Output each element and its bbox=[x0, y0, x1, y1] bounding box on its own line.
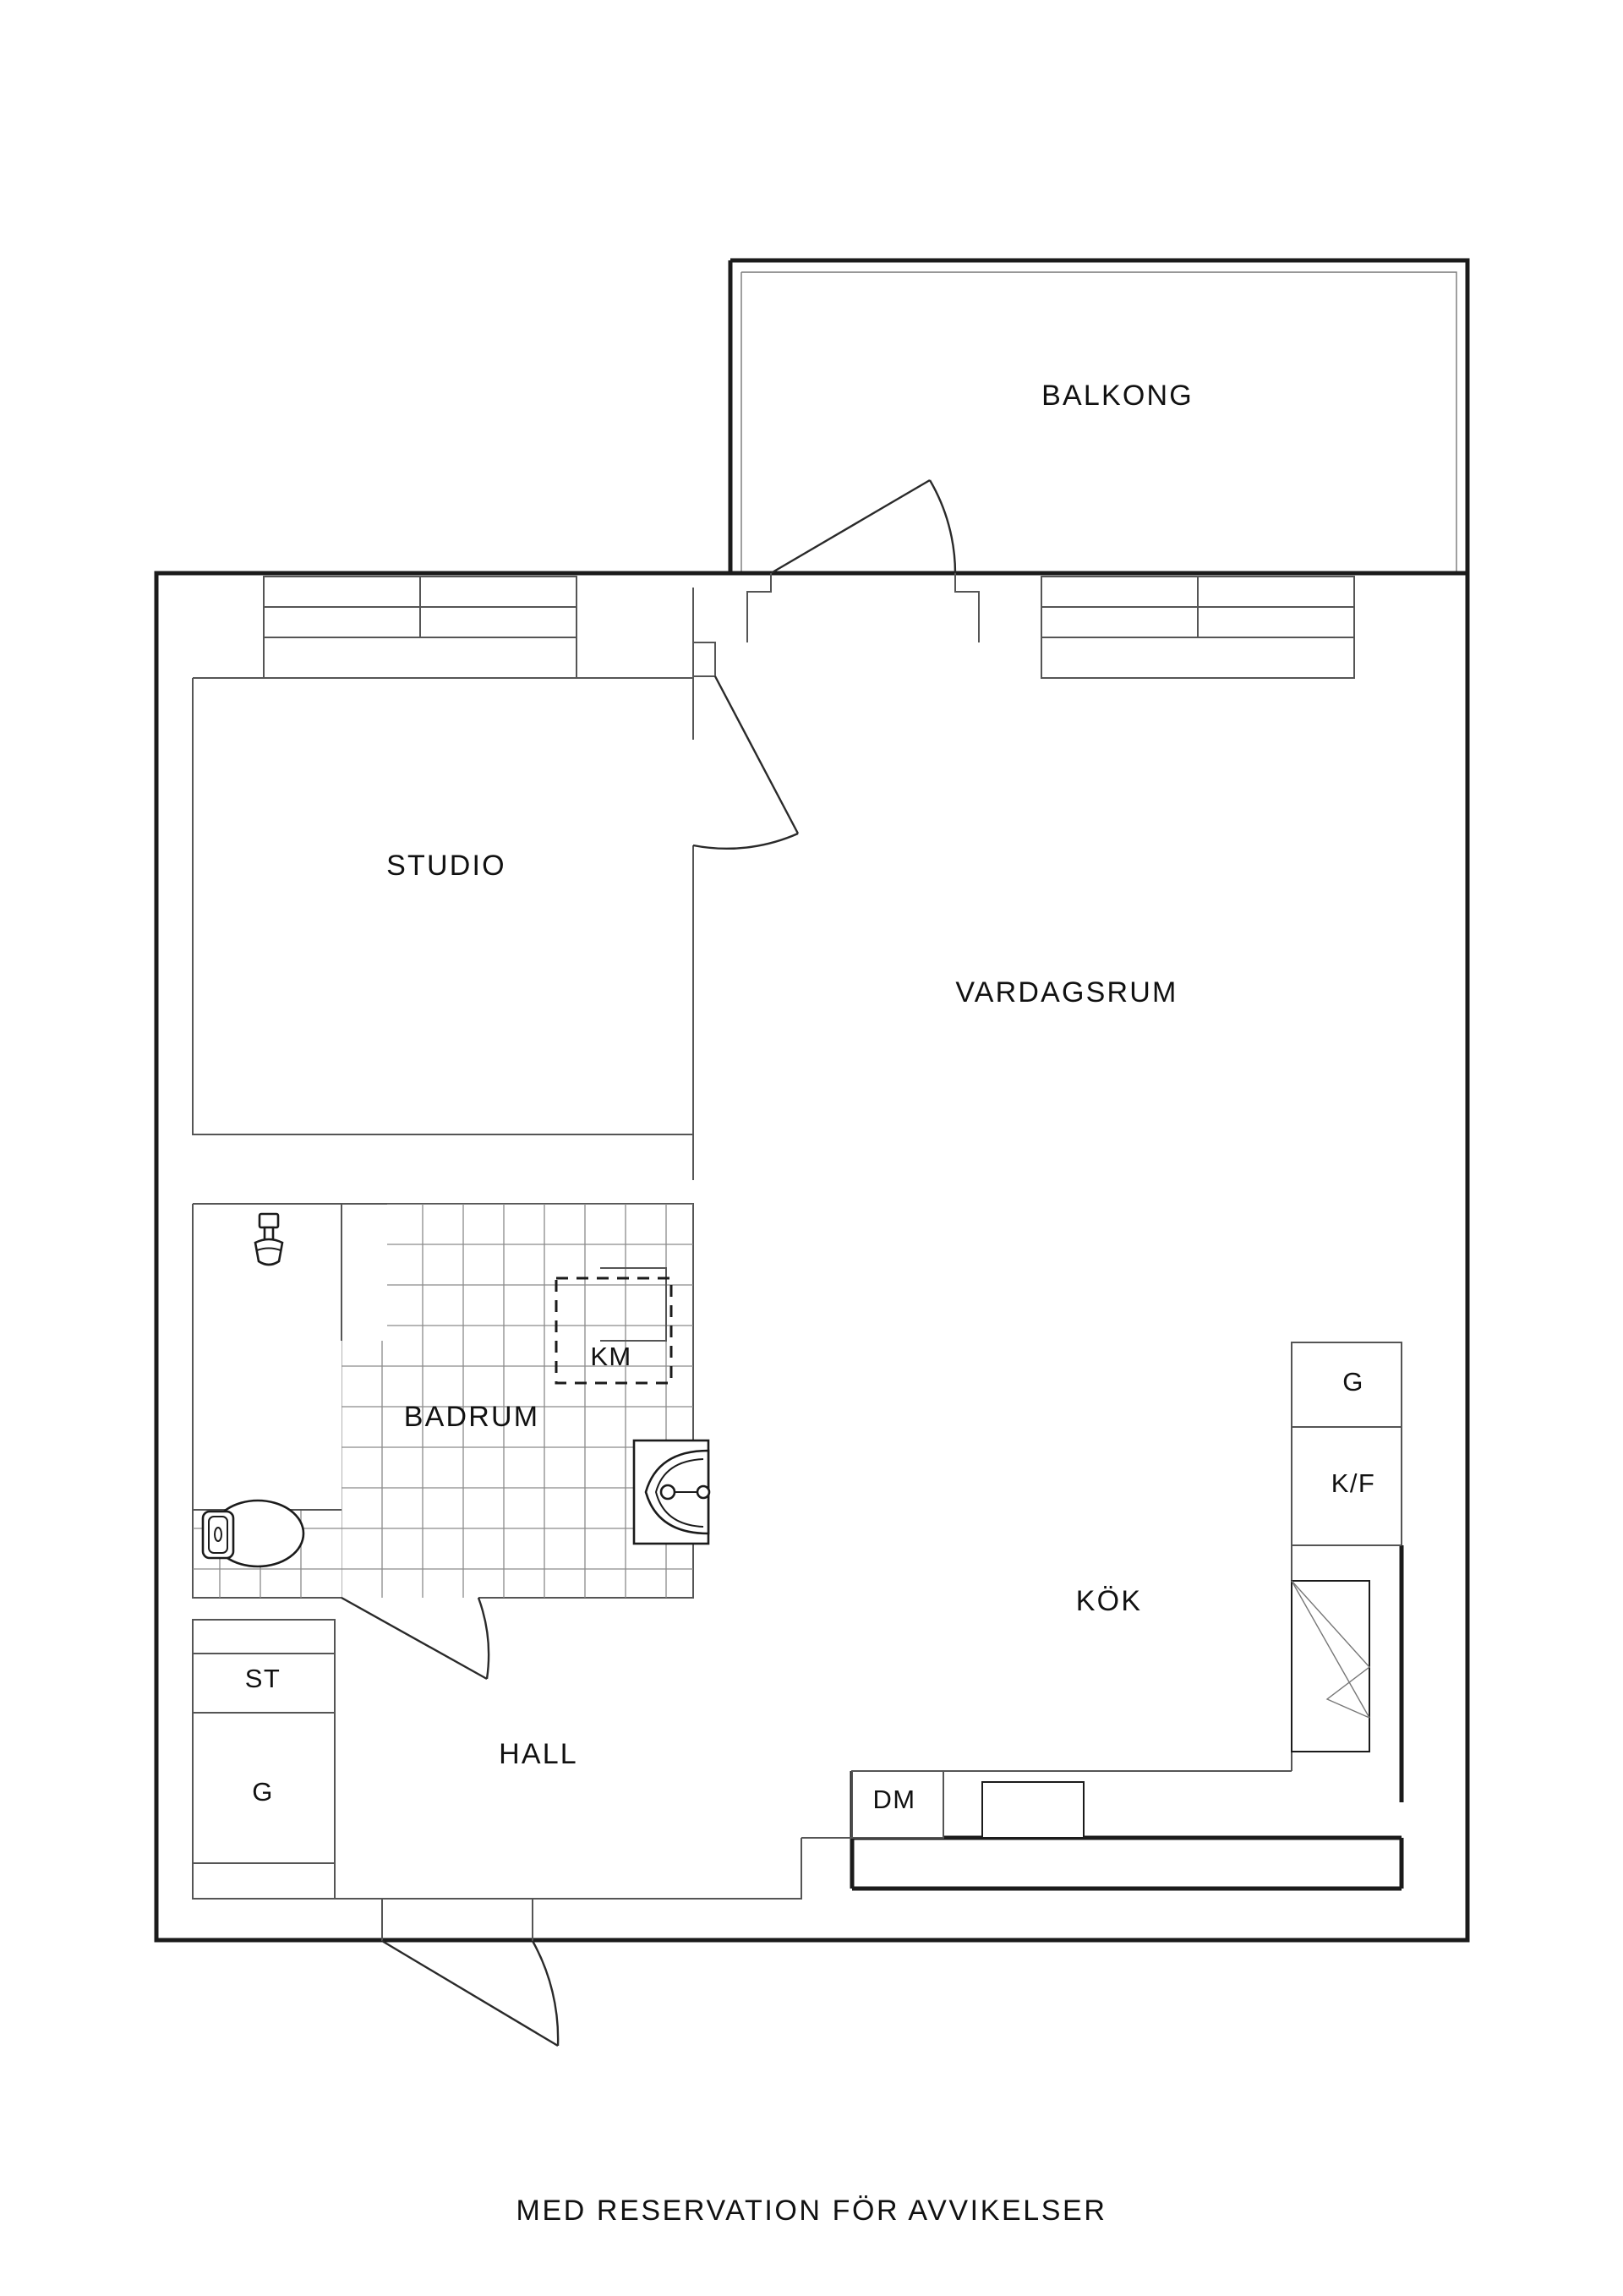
room-label-kok: KÖK bbox=[1076, 1585, 1142, 1617]
dishwasher-box bbox=[851, 1770, 944, 1839]
kitchen-sink-basin bbox=[981, 1781, 1085, 1839]
washing-machine-group bbox=[555, 1267, 673, 1385]
shower-head-icon bbox=[254, 1212, 284, 1266]
kitchen-group bbox=[533, 1342, 1404, 1900]
building-outline bbox=[154, 571, 1470, 1943]
window-right-sill bbox=[1041, 637, 1355, 679]
hall-group bbox=[335, 1898, 560, 2047]
balcony-door-swing-arc bbox=[928, 479, 957, 574]
exterior-wall bbox=[154, 571, 1470, 1943]
window-left-group bbox=[263, 576, 577, 679]
room-label-balkong: BALKONG bbox=[1041, 380, 1194, 412]
fixture-label-kf: K/F bbox=[1331, 1468, 1375, 1498]
balcony-group bbox=[728, 258, 1470, 573]
studio-room-group bbox=[192, 588, 800, 1135]
stove-oven-box bbox=[1291, 1342, 1402, 1428]
balcony-outer-wall bbox=[730, 258, 1470, 573]
fixture-label-g-hall: G bbox=[252, 1777, 274, 1807]
entry-door-leaf[interactable] bbox=[381, 1939, 559, 2047]
studio-door-leaf[interactable] bbox=[713, 675, 800, 834]
cooktop-zigzag bbox=[1291, 1580, 1371, 1719]
balcony-inner-wall bbox=[741, 271, 1457, 573]
footer-disclaimer: MED RESERVATION FÖR AVVIKELSER bbox=[516, 2195, 1107, 2227]
room-label-hall: HALL bbox=[499, 1738, 578, 1770]
fixture-label-km: KM bbox=[590, 1342, 631, 1371]
studio-right-wall-upper bbox=[692, 588, 716, 740]
bathroom-door-group[interactable] bbox=[341, 1596, 490, 1681]
entry-door-swing-arc bbox=[531, 1940, 560, 2047]
fixture-label-dm: DM bbox=[872, 1785, 915, 1814]
room-label-studio: STUDIO bbox=[386, 850, 506, 882]
bathroom-left-edges bbox=[192, 1204, 342, 1599]
bathroom-door-swing-arc bbox=[477, 1597, 490, 1680]
entry-door-group[interactable] bbox=[381, 1939, 560, 2047]
hall-kitchen-wall bbox=[533, 1838, 802, 1900]
balcony-door-group[interactable] bbox=[746, 478, 980, 642]
balcony-door-leaf[interactable] bbox=[770, 478, 931, 575]
cooktop-outline bbox=[1291, 1580, 1370, 1752]
room-label-vardagsrum: VARDAGSRUM bbox=[955, 976, 1178, 1009]
fixture-label-g-kitchen: G bbox=[1342, 1367, 1364, 1397]
fixture-label-st: ST bbox=[245, 1664, 281, 1693]
cooktop-diagonal bbox=[1291, 1580, 1370, 1719]
toilet-icon bbox=[201, 1499, 305, 1568]
balcony-door-jamb-left bbox=[746, 573, 772, 642]
stove-cooktop-group bbox=[1291, 1580, 1371, 1752]
fridge-freezer-box bbox=[1291, 1426, 1402, 1546]
washing-machine-niche bbox=[600, 1267, 667, 1342]
room-label-badrum: BADRUM bbox=[404, 1401, 540, 1433]
balcony-door-jamb-right bbox=[954, 573, 980, 642]
studio-door-swing-arc bbox=[692, 832, 799, 850]
window-right-group bbox=[1041, 576, 1355, 679]
bathroom-group bbox=[192, 1203, 711, 1681]
bathroom-door-leaf[interactable] bbox=[341, 1596, 488, 1681]
fixture-labels-group: KM G K/F DM ST G bbox=[245, 1342, 1375, 1814]
room-labels-group: BALKONG STUDIO VARDAGSRUM BADRUM KÖK HAL… bbox=[386, 380, 1194, 1770]
hall-closets-group bbox=[192, 1619, 336, 1900]
hall-closet-block bbox=[192, 1619, 336, 1900]
wash-basin-icon bbox=[632, 1439, 711, 1545]
washing-machine-outline bbox=[555, 1276, 673, 1385]
studio-left-bottom-wall bbox=[192, 678, 693, 1135]
window-left-sill bbox=[263, 637, 577, 679]
